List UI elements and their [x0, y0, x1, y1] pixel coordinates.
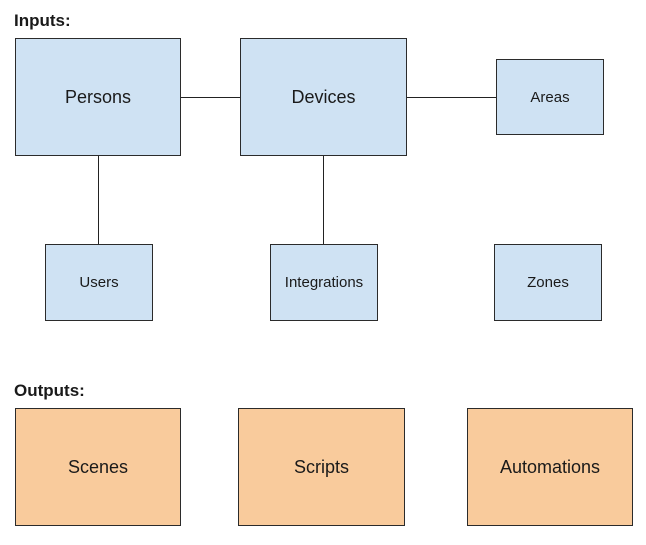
node-users: Users — [45, 244, 153, 321]
edge-persons-devices — [181, 97, 241, 98]
inputs-section-label: Inputs: — [14, 11, 71, 30]
node-areas: Areas — [496, 59, 604, 135]
edge-devices-integrations — [323, 156, 324, 244]
node-zones: Zones — [494, 244, 602, 321]
node-areas-label: Areas — [530, 88, 570, 106]
node-persons: Persons — [15, 38, 181, 156]
node-zones-label: Zones — [527, 274, 569, 291]
node-integrations-label: Integrations — [284, 274, 364, 291]
node-users-label: Users — [79, 274, 119, 291]
node-scripts: Scripts — [238, 408, 405, 526]
outputs-section-label: Outputs: — [14, 381, 85, 400]
edge-persons-users — [98, 156, 99, 244]
edge-devices-areas — [406, 97, 497, 98]
node-scenes-label: Scenes — [67, 456, 129, 477]
node-devices-label: Devices — [291, 86, 356, 107]
node-devices: Devices — [240, 38, 407, 156]
node-integrations: Integrations — [270, 244, 378, 321]
node-automations: Automations — [467, 408, 633, 526]
node-persons-label: Persons — [64, 86, 132, 107]
node-scripts-label: Scripts — [293, 456, 349, 477]
node-scenes: Scenes — [15, 408, 181, 526]
node-automations-label: Automations — [499, 456, 601, 477]
